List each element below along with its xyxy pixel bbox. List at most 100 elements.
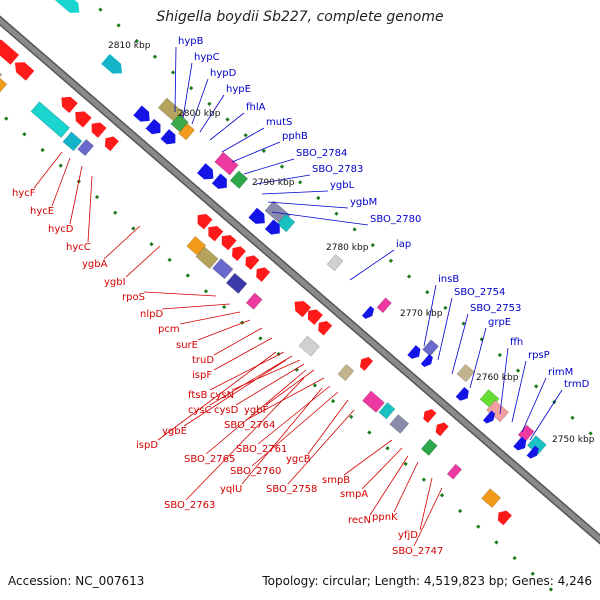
label-leader xyxy=(369,455,409,516)
feature-layer xyxy=(0,0,547,526)
tick-dot xyxy=(149,242,154,247)
forward-gene-label: ygbL xyxy=(330,180,355,191)
tick-dot xyxy=(258,336,263,341)
label-leader xyxy=(413,487,443,547)
reverse-gene-label: ppnK xyxy=(372,512,398,523)
gene-feature xyxy=(455,386,469,401)
label-leader xyxy=(529,389,563,441)
label-leader xyxy=(255,174,311,185)
forward-gene-label: hypD xyxy=(210,68,237,79)
label-leader xyxy=(221,127,265,153)
reverse-gene-label: nlpD xyxy=(140,309,163,320)
reverse-gene-label: ygbF xyxy=(244,405,269,416)
tick-dot xyxy=(534,384,539,389)
tick-dot xyxy=(203,289,209,294)
gene-feature xyxy=(75,111,92,128)
gene-feature xyxy=(264,219,280,235)
reverse-gene-label: truD xyxy=(192,355,214,366)
reverse-gene-label: hycF xyxy=(12,188,36,199)
label-leader xyxy=(251,391,339,467)
tick-dot xyxy=(588,431,593,436)
label-leader xyxy=(245,377,325,421)
label-leader xyxy=(261,190,329,195)
reverse-gene-label: SBO_2747 xyxy=(392,546,443,557)
gene-feature xyxy=(248,207,265,224)
tick-dot xyxy=(167,257,172,262)
forward-gene-label: mutS xyxy=(266,117,292,128)
gene-feature xyxy=(245,255,260,270)
tick-dot xyxy=(570,415,575,420)
reverse-gene-label: SBO_2763 xyxy=(164,500,215,511)
gene-feature xyxy=(420,438,438,456)
gene-feature xyxy=(221,234,237,251)
tick-dot xyxy=(316,195,321,201)
gene-feature xyxy=(378,402,396,420)
label-leader xyxy=(423,284,437,347)
tick-dot xyxy=(388,258,394,263)
label-leader xyxy=(257,385,331,445)
gene-feature xyxy=(245,292,263,310)
forward-gene-label: insB xyxy=(438,274,459,285)
gene-feature xyxy=(497,510,512,526)
gene-feature xyxy=(376,297,392,314)
tick-dot xyxy=(225,117,230,122)
gene-feature xyxy=(361,305,375,319)
tick-dot xyxy=(349,414,354,419)
forward-gene-label: SBO_2783 xyxy=(312,164,363,175)
tick-dot xyxy=(512,555,517,561)
label-leader xyxy=(511,360,527,423)
label-leader xyxy=(143,291,217,297)
label-leader xyxy=(161,303,231,310)
gene-feature xyxy=(195,246,219,269)
label-leader xyxy=(87,175,93,243)
tick-dot xyxy=(170,70,176,75)
gene-feature xyxy=(422,339,439,357)
reverse-gene-label: hycC xyxy=(66,242,91,253)
label-leader xyxy=(185,377,305,501)
label-leader xyxy=(343,439,393,476)
label-leader xyxy=(241,387,323,485)
label-leader xyxy=(191,78,209,125)
gene-feature xyxy=(456,363,475,383)
gene-feature xyxy=(14,62,35,81)
gene-feature xyxy=(482,410,496,424)
forward-gene-label: hypB xyxy=(178,36,204,47)
label-leader xyxy=(182,62,193,119)
label-leader xyxy=(307,399,349,455)
label-leader xyxy=(469,327,487,389)
gene-feature xyxy=(30,101,71,138)
tick-dot xyxy=(116,23,121,28)
tick-label: 2750 kbp xyxy=(552,435,595,445)
gene-feature xyxy=(101,53,123,74)
tick-dot xyxy=(40,147,45,153)
gene-feature xyxy=(308,309,323,325)
tick-dot xyxy=(152,54,158,59)
tick-dot xyxy=(439,493,445,498)
tick-dot xyxy=(243,133,248,138)
label-leader xyxy=(125,245,161,278)
forward-gene-label: hypC xyxy=(194,52,220,63)
tick-dot xyxy=(134,38,139,44)
label-leader xyxy=(33,151,63,189)
label-leader xyxy=(213,337,273,371)
label-leader xyxy=(235,363,305,406)
tick-dot xyxy=(113,210,118,215)
reverse-gene-label: hycD xyxy=(48,224,74,235)
gene-feature xyxy=(407,345,421,359)
gene-feature xyxy=(359,357,374,371)
reverse-gene-label: SBO_2764 xyxy=(224,420,275,431)
gene-feature xyxy=(326,254,344,272)
label-leader xyxy=(265,369,315,406)
tick-dot xyxy=(58,163,63,168)
tick-dot xyxy=(515,368,521,373)
reverse-gene-label: cysD xyxy=(214,405,239,416)
label-leader xyxy=(103,225,141,260)
tick-dot xyxy=(421,477,426,482)
tick-dot xyxy=(261,148,266,154)
tick-dot xyxy=(458,508,463,514)
gene-feature xyxy=(294,301,312,318)
tick-label: 2760 kbp xyxy=(476,373,519,383)
label-leader xyxy=(361,447,403,490)
